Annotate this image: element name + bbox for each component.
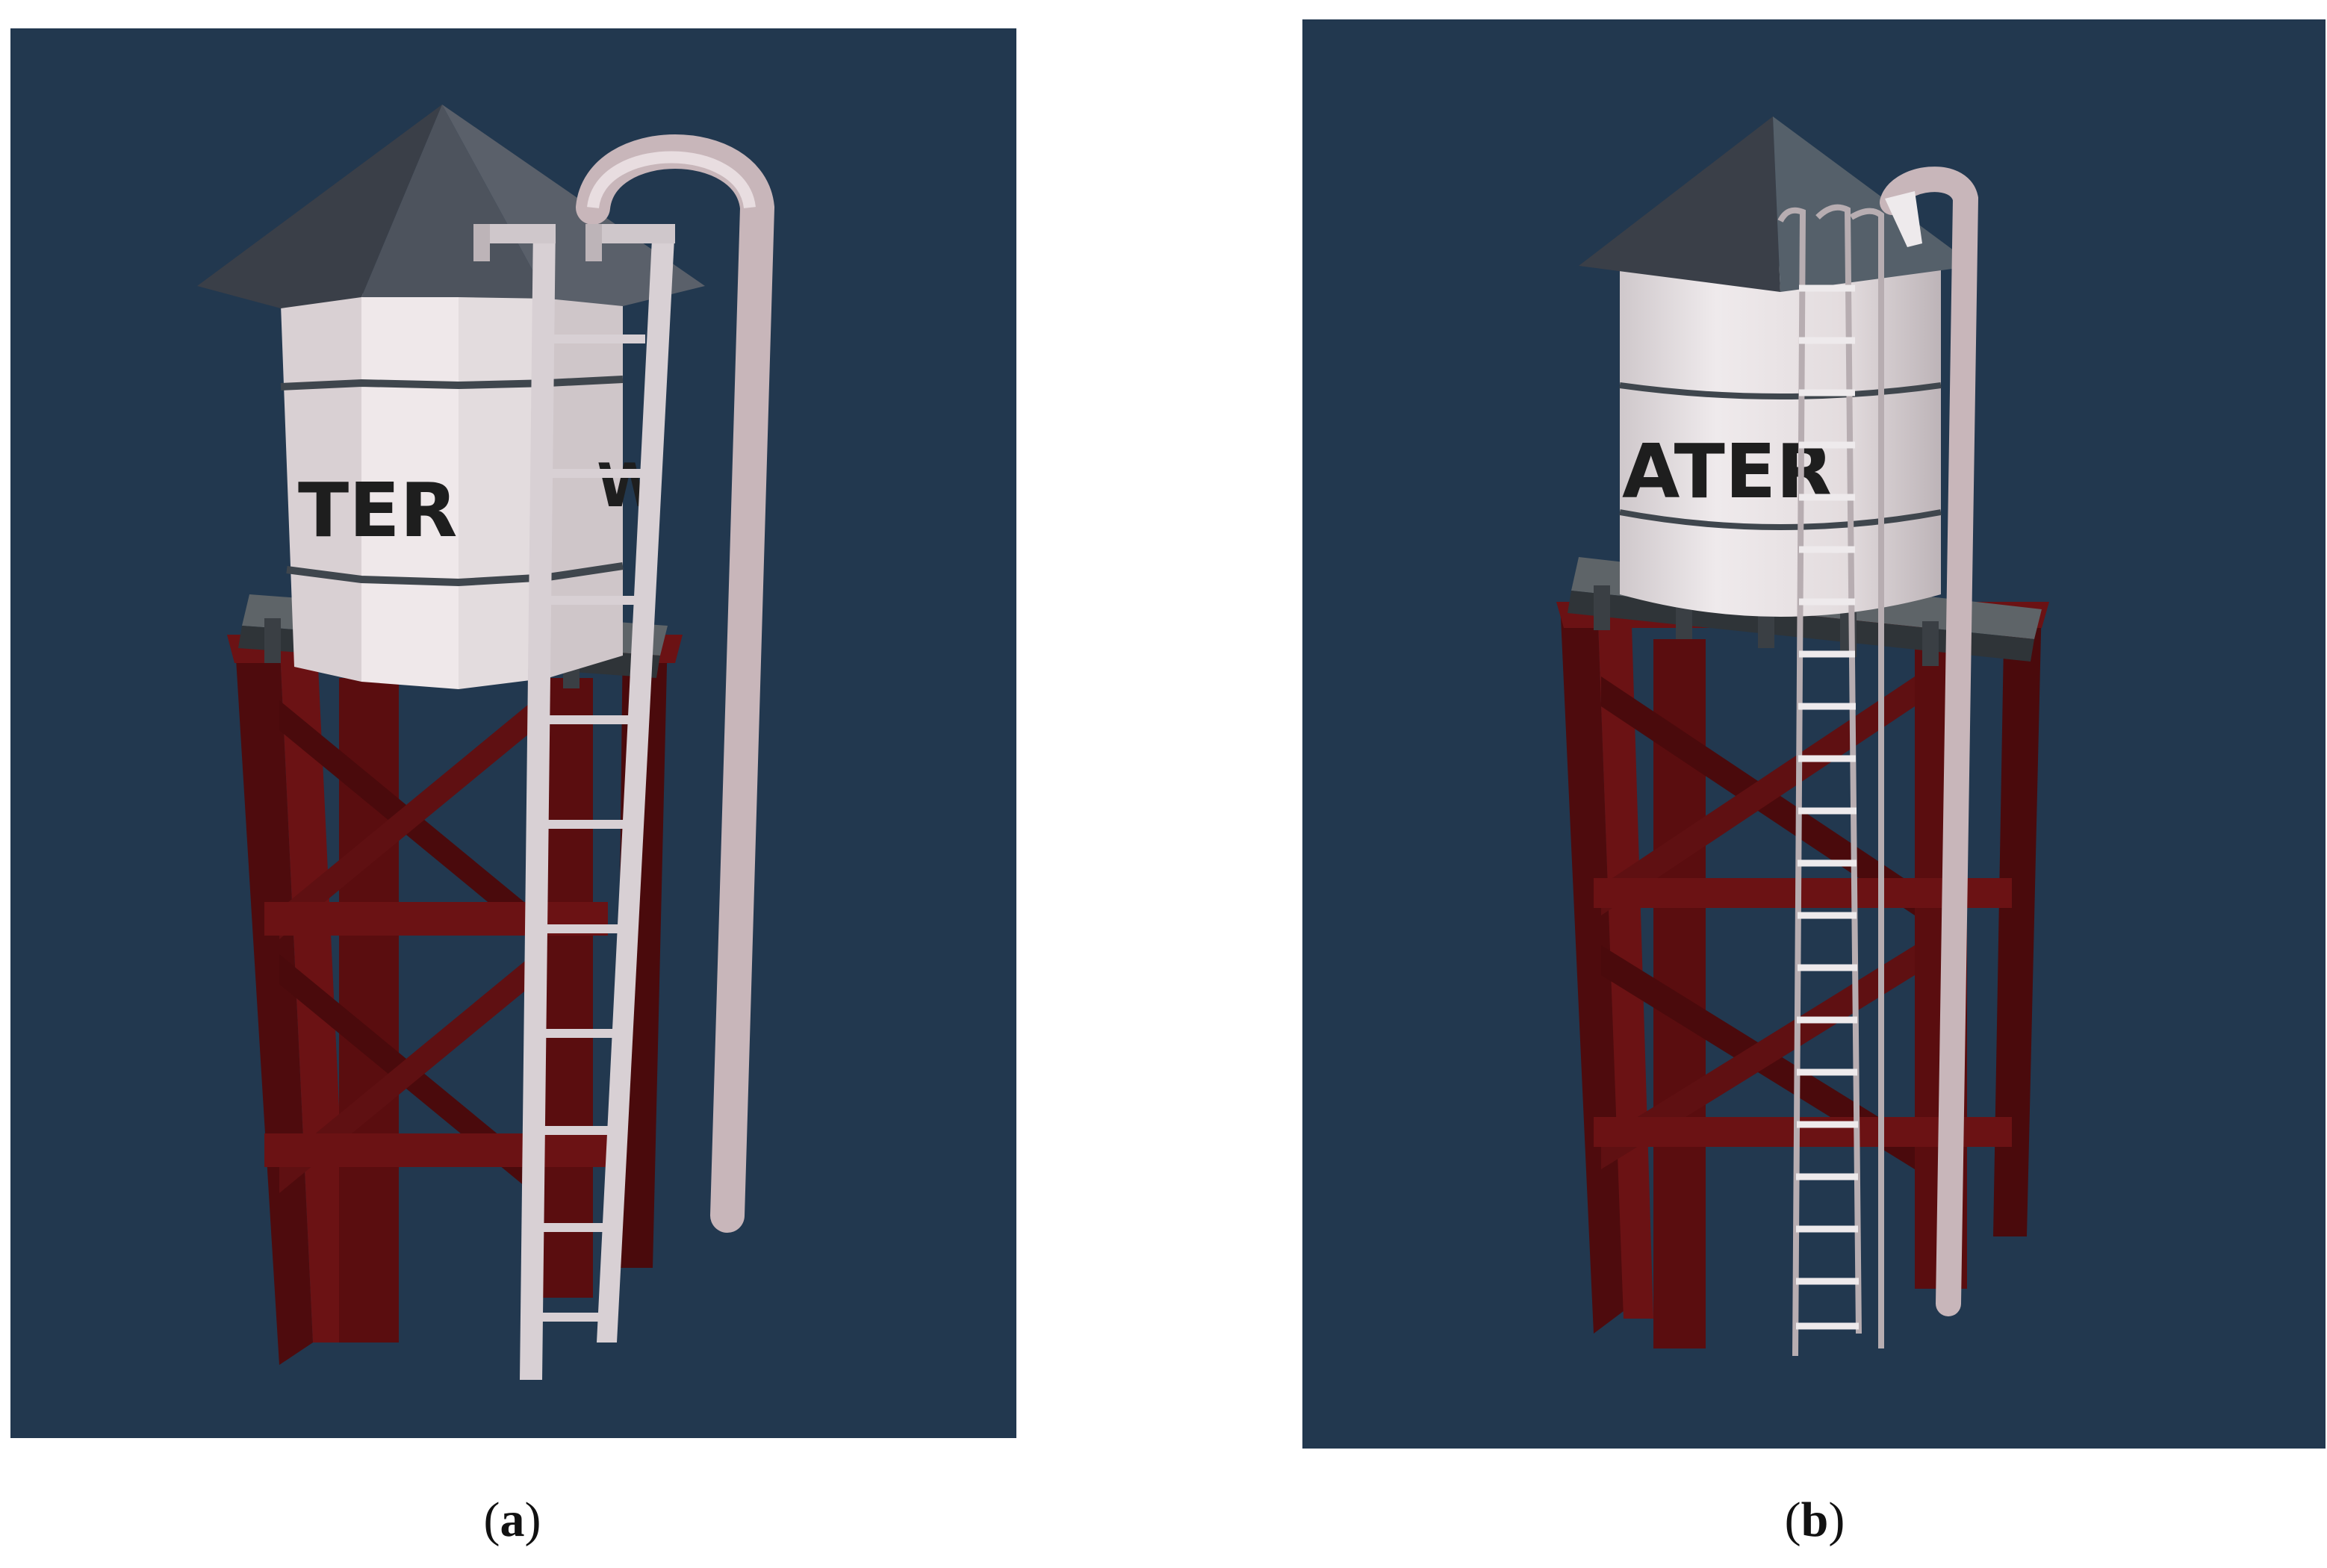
water-tank: ATER xyxy=(1619,266,1942,617)
panel-a-image: TER W xyxy=(10,28,1016,1438)
caption-b: (b) xyxy=(1740,1492,1889,1549)
tank-roof xyxy=(1579,116,1975,292)
caption-a-close: ) xyxy=(524,1493,541,1547)
pipe xyxy=(1880,167,1979,1316)
ladder xyxy=(473,224,675,1380)
caption-a-open: ( xyxy=(483,1493,500,1547)
tower-frame xyxy=(227,635,683,1365)
caption-a: (a) xyxy=(438,1492,587,1549)
tank-roof xyxy=(197,105,705,308)
caption-a-letter: a xyxy=(500,1493,525,1547)
caption-b-close: ) xyxy=(1828,1493,1845,1547)
caption-b-open: ( xyxy=(1784,1493,1801,1547)
tank-lettering: TER xyxy=(298,467,458,554)
pipe xyxy=(576,134,775,1233)
water-tower-smooth: ATER xyxy=(1302,19,2326,1449)
caption-b-letter: b xyxy=(1801,1493,1829,1547)
panel-b-image: ATER xyxy=(1302,19,2326,1449)
water-tower-low-poly: TER W xyxy=(10,28,1016,1438)
water-tank: TER W xyxy=(280,293,662,689)
ladder xyxy=(1777,204,1884,1357)
